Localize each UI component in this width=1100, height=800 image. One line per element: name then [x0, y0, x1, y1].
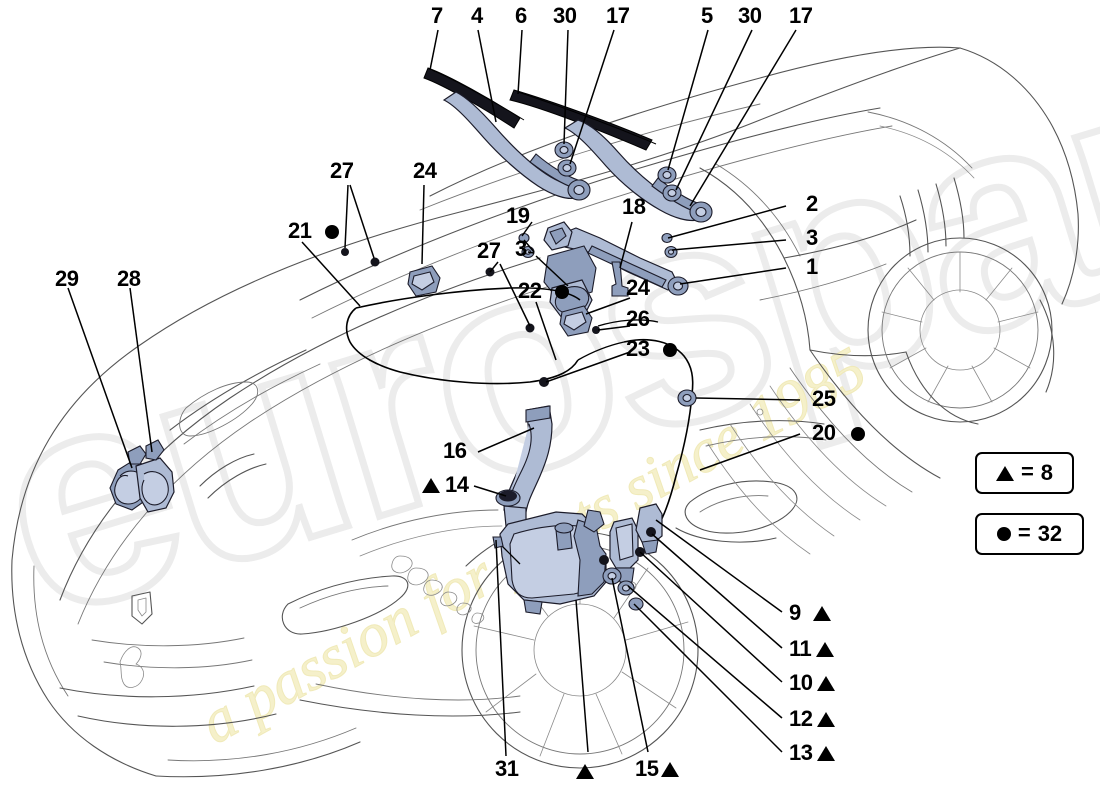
- callout-17-left[interactable]: 17: [606, 3, 630, 28]
- callout-23[interactable]: 23: [626, 338, 678, 360]
- callout-16[interactable]: 16: [443, 438, 467, 463]
- triangle-marker: [817, 676, 836, 691]
- callout-10[interactable]: 10: [789, 672, 836, 694]
- legend-equals-triangle: =: [1020, 459, 1034, 484]
- wiper-blade-right: [509, 89, 657, 151]
- callout-22[interactable]: 22: [518, 280, 570, 302]
- callout-21[interactable]: 21: [288, 220, 340, 242]
- callout-28[interactable]: 28: [117, 266, 141, 291]
- triangle-marker: [812, 606, 831, 621]
- callout-3-left[interactable]: 3: [515, 236, 527, 261]
- callout-19[interactable]: 19: [506, 203, 530, 228]
- callout-27-upper[interactable]: 27: [330, 158, 354, 183]
- callout-4[interactable]: 4: [471, 3, 483, 28]
- callout-12[interactable]: 12: [789, 708, 836, 730]
- triangle-icon: [995, 465, 1014, 481]
- horn-assembly: [109, 439, 175, 513]
- callout-1[interactable]: 1: [806, 254, 818, 279]
- leader-lines: [67, 29, 801, 757]
- legend-dot: = 32: [975, 513, 1084, 555]
- tube-clip-screws: [341, 248, 535, 333]
- callout-7[interactable]: 7: [431, 3, 443, 28]
- callout-17-right[interactable]: 17: [789, 3, 813, 28]
- triangle-marker: [576, 764, 594, 779]
- triangle-marker: [817, 712, 836, 727]
- callout-25[interactable]: 25: [812, 386, 836, 411]
- dot-marker: [555, 285, 570, 299]
- callout-20[interactable]: 20: [812, 422, 866, 444]
- callout-29[interactable]: 29: [55, 266, 79, 291]
- callout-6[interactable]: 6: [515, 3, 527, 28]
- callout-26[interactable]: 26: [626, 306, 650, 331]
- triangle-marker: [422, 478, 440, 493]
- callout-30-right[interactable]: 30: [738, 3, 762, 28]
- callout-27-center[interactable]: 27: [477, 238, 501, 263]
- triangle-marker: [661, 762, 680, 777]
- callout-18[interactable]: 18: [622, 194, 646, 219]
- triangle-marker: [817, 746, 836, 761]
- callout-3-right[interactable]: 3: [806, 225, 818, 250]
- callout-13[interactable]: 13: [789, 742, 836, 764]
- triangle-marker: [816, 642, 835, 657]
- legend-equals-dot: =: [1017, 520, 1031, 545]
- washer-tube-grommet: [677, 389, 697, 407]
- wiper-pivot-nuts: [554, 141, 682, 202]
- callout-15[interactable]: 15: [635, 758, 680, 780]
- callout-24-center[interactable]: 24: [626, 275, 650, 300]
- callout-11[interactable]: 11: [789, 638, 835, 660]
- legend-value-dot: 32: [1037, 521, 1063, 546]
- callout-31[interactable]: 31: [495, 756, 519, 781]
- dot-icon: [996, 527, 1011, 541]
- dot-marker: [325, 225, 340, 239]
- washer-pumps-and-fittings: [599, 503, 663, 611]
- dot-marker: [851, 427, 866, 441]
- callout-30-left[interactable]: 30: [553, 3, 577, 28]
- callout-5[interactable]: 5: [701, 3, 713, 28]
- legend-value-triangle: 8: [1040, 460, 1054, 485]
- tube-clips: [407, 265, 593, 337]
- callout-triangle-standalone[interactable]: [576, 760, 594, 782]
- callout-24-upper[interactable]: 24: [413, 158, 437, 183]
- callout-14[interactable]: 14: [422, 474, 469, 496]
- washer-reservoir-assembly: [492, 405, 607, 615]
- dot-marker: [663, 343, 678, 357]
- wiper-blade-left: [423, 67, 525, 129]
- callout-9[interactable]: 9: [789, 602, 831, 624]
- callout-2[interactable]: 2: [806, 191, 818, 216]
- legend-triangle: = 8: [975, 452, 1074, 494]
- wiper-arm-left: [442, 91, 591, 201]
